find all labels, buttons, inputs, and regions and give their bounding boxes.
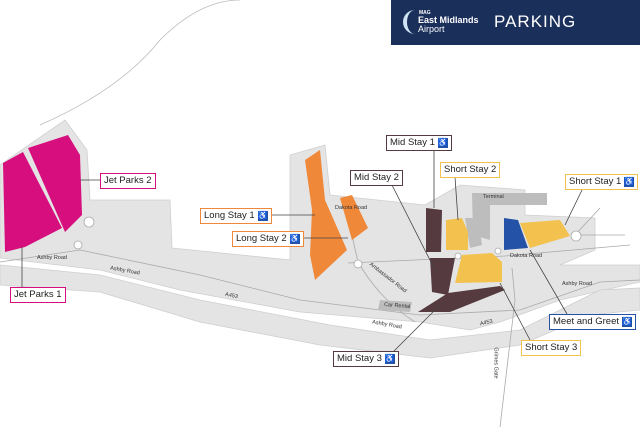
jet-parks-2-area <box>28 135 82 232</box>
label-short-stay-1[interactable]: Short Stay 1♿ <box>565 174 639 190</box>
label-short-stay-3[interactable]: Short Stay 3 <box>521 340 582 356</box>
long-stay-1-area <box>305 150 347 280</box>
header-banner: MAG East Midlands Airport PARKING <box>391 0 640 45</box>
road-label: Ashby Road <box>562 281 592 287</box>
label-jet-parks-1[interactable]: Jet Parks 1 <box>10 287 66 303</box>
terminal-building <box>472 193 547 240</box>
label-jet-parks-2[interactable]: Jet Parks 2 <box>100 173 156 189</box>
label-text: Jet Parks 2 <box>104 175 152 186</box>
label-short-stay-2[interactable]: Short Stay 2 <box>440 162 501 178</box>
terminal-annex <box>465 218 482 248</box>
label-text: Short Stay 2 <box>444 164 497 175</box>
label-text: Meet and Greet <box>553 316 620 327</box>
airport-logo-icon <box>403 10 417 34</box>
short-stay-2-area <box>446 218 468 250</box>
page-title: PARKING <box>494 12 577 31</box>
label-mid-stay-1[interactable]: Mid Stay 1♿ <box>386 135 452 151</box>
logo-sub: Airport <box>418 24 445 34</box>
label-long-stay-2[interactable]: Long Stay 2♿ <box>232 231 304 247</box>
short-stay-3-area <box>455 253 502 283</box>
outer-road-line <box>39 0 241 126</box>
road-label: Dakota Road <box>335 205 368 211</box>
label-mid-stay-3[interactable]: Mid Stay 3♿ <box>333 351 399 367</box>
label-text: Long Stay 2 <box>236 233 287 244</box>
meet-and-greet-area <box>504 218 528 250</box>
wheelchair-icon: ♿ <box>624 177 635 187</box>
label-text: Mid Stay 1 <box>390 137 435 148</box>
mid-stay-2-area <box>430 258 455 295</box>
label-text: Short Stay 1 <box>569 176 622 187</box>
label-text: Jet Parks 1 <box>14 289 62 300</box>
road-lines <box>0 204 640 427</box>
label-text: Mid Stay 3 <box>337 353 382 364</box>
label-text: Mid Stay 2 <box>354 172 399 183</box>
jet-parks-1-area <box>3 152 62 252</box>
car-rental-building <box>378 300 412 312</box>
label-mid-stay-2[interactable]: Mid Stay 2 <box>350 170 403 186</box>
wheelchair-icon: ♿ <box>622 317 633 327</box>
label-long-stay-1[interactable]: Long Stay 1♿ <box>200 208 272 224</box>
road-label: Grimes Gate <box>492 347 499 379</box>
logo-name: East Midlands <box>418 15 479 25</box>
road-label: Dakota Road <box>510 253 543 259</box>
leader-lines <box>21 150 583 356</box>
road-label: Ashby Road <box>37 255 67 261</box>
wheelchair-icon: ♿ <box>384 354 395 364</box>
wheelchair-icon: ♿ <box>289 234 300 244</box>
wheelchair-icon: ♿ <box>437 138 448 148</box>
label-meet-and-greet[interactable]: Meet and Greet♿ <box>549 314 637 330</box>
mid-stay-1-area <box>426 208 442 252</box>
wheelchair-icon: ♿ <box>257 211 268 221</box>
terminal-label: Terminal <box>483 194 504 200</box>
logo-group: MAG <box>419 10 431 16</box>
short-stay-1-area <box>520 220 570 248</box>
roundabouts <box>73 216 582 269</box>
long-stay-2-area <box>340 195 368 240</box>
label-text: Short Stay 3 <box>525 342 578 353</box>
label-text: Long Stay 1 <box>204 210 255 221</box>
